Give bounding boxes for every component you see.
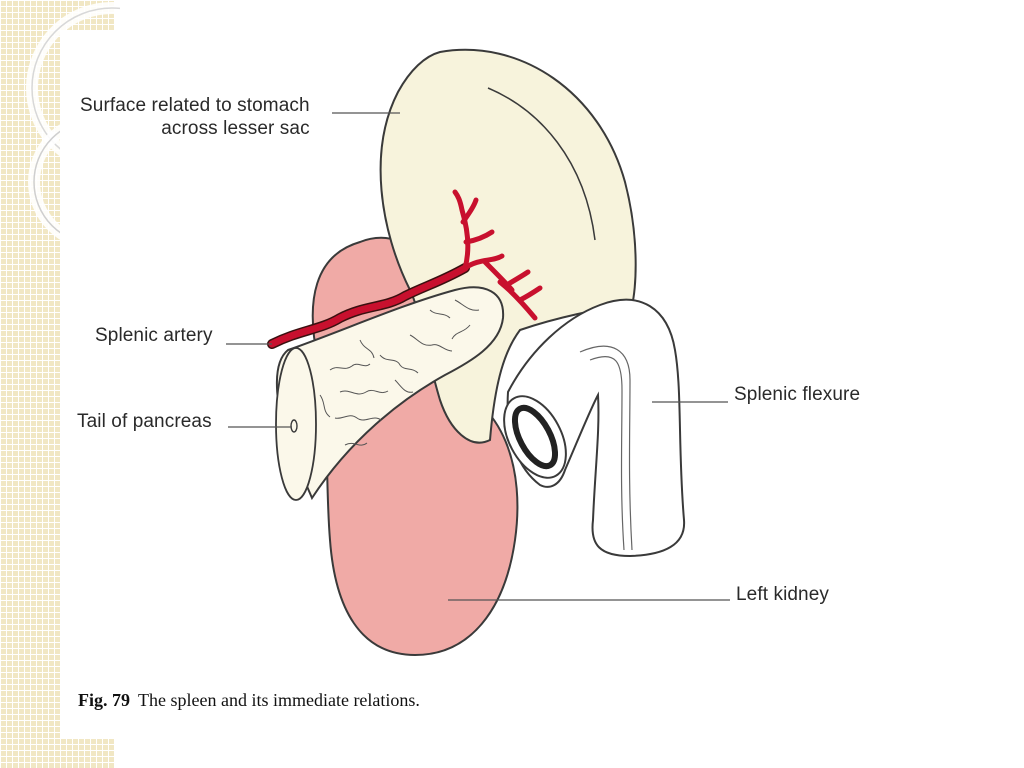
splenic-flexure-shape	[506, 298, 686, 558]
label-left-kidney: Left kidney	[736, 584, 829, 605]
label-stomach-surface-line2: across lesser sac	[161, 118, 310, 139]
colon-lumen-inner	[511, 404, 559, 470]
label-stomach-surface: Surface related to stomach across lesser…	[80, 94, 310, 140]
label-tail-of-pancreas: Tail of pancreas	[77, 411, 212, 432]
caption-text: The spleen and its immediate relations.	[138, 690, 420, 710]
label-stomach-surface-line1: Surface related to stomach	[80, 95, 310, 116]
label-splenic-artery: Splenic artery	[95, 325, 213, 346]
label-splenic-flexure: Splenic flexure	[734, 384, 861, 405]
pancreatic-duct	[290, 419, 298, 433]
splenic-artery-fill	[268, 264, 469, 348]
spleen-border-line	[487, 87, 596, 241]
splenic-artery-branches	[452, 189, 543, 321]
pancreas-cut-surface	[275, 347, 317, 501]
pancreas-lobule-lines	[319, 299, 480, 446]
leader-lines	[226, 112, 730, 601]
colon-taenia-lines	[579, 345, 633, 551]
figure-caption: Fig. 79 The spleen and its immediate rela…	[78, 690, 420, 711]
figure-number: Fig. 79	[78, 690, 130, 710]
